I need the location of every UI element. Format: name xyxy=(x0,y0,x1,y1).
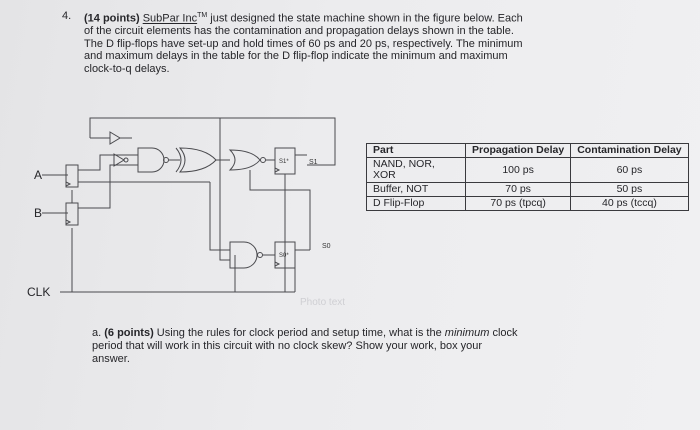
header-contamination: Contamination Delay xyxy=(570,143,689,158)
part-a-points: (6 points) xyxy=(104,327,154,339)
ff-s1-label: S1* xyxy=(279,159,289,165)
nand-gate-1 xyxy=(137,147,165,173)
question-line2: of the circuit elements has the contamin… xyxy=(84,25,514,38)
table-row: Buffer, NOT 70 ps 50 ps xyxy=(366,182,689,197)
table-cell: Buffer, NOT xyxy=(366,182,466,197)
s0-output-label: S0 xyxy=(322,243,331,250)
input-b-label: B xyxy=(34,206,43,220)
table-cell: 70 ps (tpcq) xyxy=(464,196,572,211)
table-row: NAND, NOR, XOR 100 ps 60 ps xyxy=(366,157,689,183)
table-row: D Flip-Flop 70 ps (tpcq) 40 ps (tccq) xyxy=(366,196,689,211)
table-cell: 40 ps (tccq) xyxy=(570,196,689,211)
trademark: TM xyxy=(197,12,208,19)
s1-output-label: S1 xyxy=(309,159,318,166)
part-a-emphasis: minimum xyxy=(444,327,490,339)
question-number: 4. xyxy=(62,10,72,22)
table-cell: 70 ps xyxy=(464,182,572,197)
part-a-line1: Using the rules for clock period and set… xyxy=(153,327,445,339)
ff-s0 xyxy=(274,241,296,269)
table-cell: D Flip-Flop xyxy=(366,196,466,211)
circuit-diagram: S1* S1 S0* S0 xyxy=(42,117,336,293)
header-propagation: Propagation Delay xyxy=(464,143,572,158)
question-line1: just designed the state machine shown in… xyxy=(207,12,523,25)
part-a-label: a. xyxy=(92,327,102,339)
clock-label: CLK xyxy=(27,285,51,299)
question-text: (14 points) SubPar IncTM just designed t… xyxy=(84,10,614,75)
table-cell: 100 ps xyxy=(464,157,572,183)
input-ff-b xyxy=(65,202,79,226)
nor-gate-1 xyxy=(228,149,261,171)
part-a-line1-end: clock xyxy=(489,327,518,339)
nand-gate-2 xyxy=(229,241,258,269)
company-name: SubPar Inc xyxy=(142,12,198,25)
input-ff-a xyxy=(65,164,79,188)
watermark: Photo text xyxy=(300,297,346,308)
question-points: (14 points) xyxy=(84,12,140,25)
table-cell: 60 ps xyxy=(570,157,689,183)
input-a-label: A xyxy=(34,168,43,182)
table-cell: NAND, NOR, XOR xyxy=(366,157,466,183)
delay-table: Part Propagation Delay Contamination Del… xyxy=(366,143,689,211)
feedback-wire-s1 xyxy=(89,117,336,166)
question-line3: The D flip-flops have set-up and hold ti… xyxy=(84,37,523,50)
table-header-row: Part Propagation Delay Contamination Del… xyxy=(366,143,689,158)
header-part: Part xyxy=(366,143,466,158)
part-a-line3: answer. xyxy=(92,353,130,365)
table-cell: 50 ps xyxy=(570,182,689,197)
question-line4: and maximum delays in the table for the … xyxy=(84,50,508,63)
question-line5: clock-to-q delays. xyxy=(84,62,170,75)
xor-gate xyxy=(178,147,217,173)
part-a-line2: period that will work in this circuit wi… xyxy=(92,340,483,352)
part-a-block: a. (6 points) Using the rules for clock … xyxy=(92,327,622,366)
ff-s0-label: S0* xyxy=(279,253,289,259)
